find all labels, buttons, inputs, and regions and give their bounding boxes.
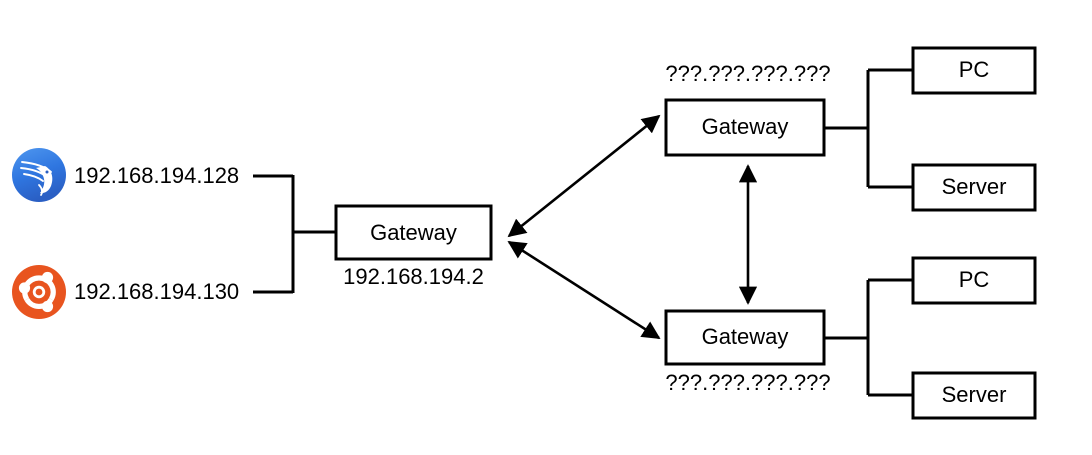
left-bracket-connector: [253, 174, 336, 294]
server-upper-node[interactable]: Server: [911, 163, 1037, 212]
server-lower-node[interactable]: Server: [911, 371, 1037, 420]
link-main-to-lower-gateway: [507, 240, 661, 340]
gateway-lower-remote-label: Gateway: [702, 324, 789, 349]
pc-lower-node[interactable]: PC: [911, 256, 1037, 305]
gateway-upper-remote-ip: ???.???.???.???: [665, 61, 830, 86]
gateway-main-node[interactable]: Gateway: [334, 204, 493, 261]
pc-lower-label: PC: [959, 267, 990, 292]
kali-host-ip: 192.168.194.128: [74, 163, 239, 188]
ubuntu-host-ip: 192.168.194.130: [74, 279, 239, 304]
gateway-upper-remote-label: Gateway: [702, 114, 789, 139]
upper-right-bracket-connector: [824, 68, 913, 189]
pc-upper-label: PC: [959, 57, 990, 82]
gateway-upper-remote-node[interactable]: Gateway: [664, 98, 826, 157]
gateway-main-ip: 192.168.194.2: [343, 264, 484, 289]
gateway-main-label: Gateway: [370, 220, 457, 245]
pc-upper-node[interactable]: PC: [911, 46, 1037, 95]
link-main-to-upper-gateway: [507, 114, 661, 238]
server-upper-label: Server: [942, 174, 1007, 199]
kali-linux-icon: [12, 148, 66, 202]
ubuntu-icon: [12, 265, 66, 319]
gateway-lower-remote-node[interactable]: Gateway: [664, 309, 826, 366]
server-lower-label: Server: [942, 382, 1007, 407]
gateway-lower-remote-ip: ???.???.???.???: [665, 370, 830, 395]
lower-right-bracket-connector: [824, 278, 913, 397]
